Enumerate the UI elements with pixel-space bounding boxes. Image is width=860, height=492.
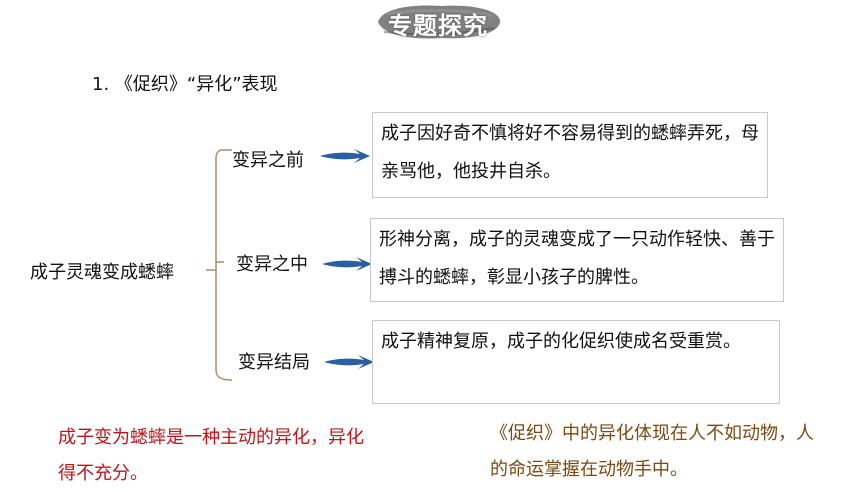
banner-title: 专题探究 bbox=[388, 12, 488, 40]
arrow-right-icon bbox=[320, 149, 370, 163]
note-brown: 《促织》中的异化体现在人不如动物，人的命运掌握在动物手中。 bbox=[490, 423, 814, 480]
branch-box-result: 成子精神复原，成子的化促织使成名受重赏。 bbox=[372, 320, 780, 404]
branch-label-result: 变异结局 bbox=[238, 352, 310, 373]
note-red: 成子变为蟋蟀是一种主动的异化，异化得不充分。 bbox=[58, 427, 364, 484]
arrow-right-icon bbox=[324, 355, 374, 369]
section-heading: 1. 《促织》“异化”表现 bbox=[92, 74, 278, 95]
branch-box-before: 成子因好奇不慎将好不容易得到的蟋蟀弄死，母亲骂他，他投井自杀。 bbox=[372, 112, 768, 198]
ink-brush-icon bbox=[378, 5, 501, 39]
branch-label-during: 变异之中 bbox=[236, 254, 308, 275]
branch-label-before: 变异之前 bbox=[232, 150, 304, 171]
branch-box-during: 形神分离，成子的灵魂变成了一只动作轻快、善于搏斗的蟋蟀，彰显小孩子的脾性。 bbox=[370, 218, 784, 302]
arrow-right-icon bbox=[322, 257, 372, 271]
root-label: 成子灵魂变成蟋蟀 bbox=[30, 262, 174, 283]
section-banner: 专题探究 bbox=[372, 0, 504, 44]
